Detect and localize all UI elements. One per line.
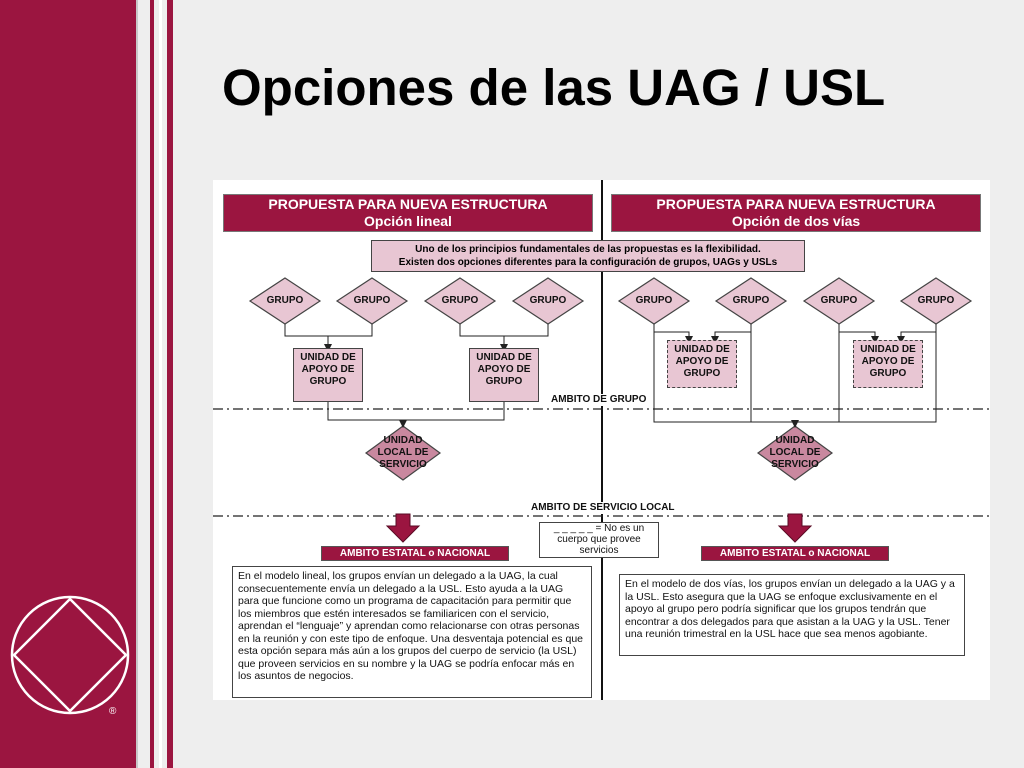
uag-line2: APOYO DE bbox=[477, 364, 531, 375]
uag-line3: GRUPO bbox=[485, 376, 523, 387]
grupo-label: GRUPO bbox=[266, 295, 304, 306]
linear-description: En el modelo lineal, los grupos envían u… bbox=[232, 566, 592, 698]
uag-line3: GRUPO bbox=[869, 368, 907, 379]
grupo-label: GRUPO bbox=[732, 295, 770, 306]
uag-line2: APOYO DE bbox=[301, 364, 355, 375]
diagram-panel: PROPUESTA PARA NUEVA ESTRUCTURA Opción l… bbox=[213, 180, 990, 700]
usl-line2: LOCAL DE bbox=[377, 447, 429, 458]
grupo-label: GRUPO bbox=[441, 295, 479, 306]
ambito-servicio-local-label: AMBITO DE SERVICIO LOCAL bbox=[529, 502, 677, 514]
uag-line3: GRUPO bbox=[309, 376, 347, 387]
uag-line3: GRUPO bbox=[683, 368, 721, 379]
header-linear-option: PROPUESTA PARA NUEVA ESTRUCTURA Opción l… bbox=[223, 194, 593, 232]
usl-line3: SERVICIO bbox=[771, 459, 819, 470]
dashed-legend-note: _ _ _ _ _ = No es un cuerpo que provee s… bbox=[539, 522, 659, 558]
sidebar-stripe-2 bbox=[159, 0, 162, 768]
sidebar-panel bbox=[0, 0, 138, 768]
uag-line1: UNIDAD DE bbox=[860, 344, 916, 355]
header-two-way-line2: Opción de dos vías bbox=[731, 213, 861, 229]
sidebar-stripe-3 bbox=[167, 0, 173, 768]
header-two-way-option: PROPUESTA PARA NUEVA ESTRUCTURA Opción d… bbox=[611, 194, 981, 232]
registered-mark: ® bbox=[109, 706, 117, 717]
note-line1: _ _ _ _ _ = No es un bbox=[553, 523, 645, 534]
usl-label-right: UNIDAD LOCAL DE SERVICIO bbox=[755, 435, 835, 471]
usl-line1: UNIDAD bbox=[775, 435, 815, 446]
two-way-description: En el modelo de dos vías, los grupos env… bbox=[619, 574, 965, 656]
usl-label-left: UNIDAD LOCAL DE SERVICIO bbox=[363, 435, 443, 471]
usl-line2: LOCAL DE bbox=[769, 447, 821, 458]
grupo-label: GRUPO bbox=[820, 295, 858, 306]
intro-line1: Uno de los principios fundamentales de l… bbox=[415, 244, 761, 255]
grupo-label: GRUPO bbox=[917, 295, 955, 306]
uag-line2: APOYO DE bbox=[675, 356, 729, 367]
header-linear-line1: PROPUESTA PARA NUEVA ESTRUCTURA bbox=[268, 196, 548, 212]
intro-line2: Existen dos opciones diferentes para la … bbox=[398, 257, 778, 268]
uag-box-non-service: UNIDAD DE APOYO DE GRUPO bbox=[667, 340, 737, 388]
grupo-label: GRUPO bbox=[635, 295, 673, 306]
note-line2: cuerpo que provee bbox=[557, 534, 641, 545]
usl-line1: UNIDAD bbox=[383, 435, 423, 446]
grupo-label: GRUPO bbox=[529, 295, 567, 306]
usl-line3: SERVICIO bbox=[379, 459, 427, 470]
uag-box: UNIDAD DE APOYO DE GRUPO bbox=[469, 348, 539, 402]
uag-box: UNIDAD DE APOYO DE GRUPO bbox=[293, 348, 363, 402]
sidebar-stripe-1 bbox=[150, 0, 154, 768]
ambito-estatal-left: AMBITO ESTATAL o NACIONAL bbox=[321, 546, 509, 561]
uag-line2: APOYO DE bbox=[861, 356, 915, 367]
uag-box-non-service: UNIDAD DE APOYO DE GRUPO bbox=[853, 340, 923, 388]
uag-line1: UNIDAD DE bbox=[476, 352, 532, 363]
header-linear-line2: Opción lineal bbox=[364, 213, 452, 229]
header-two-way-line1: PROPUESTA PARA NUEVA ESTRUCTURA bbox=[656, 196, 936, 212]
na-logo-icon bbox=[10, 595, 130, 715]
grupo-label: GRUPO bbox=[353, 295, 391, 306]
ambito-grupo-label: AMBITO DE GRUPO bbox=[549, 394, 649, 406]
note-line3: servicios bbox=[579, 545, 619, 556]
uag-line1: UNIDAD DE bbox=[674, 344, 730, 355]
diagram-lines bbox=[213, 180, 990, 700]
page-title: Opciones de las UAG / USL bbox=[222, 59, 886, 116]
intro-box: Uno de los principios fundamentales de l… bbox=[371, 240, 805, 272]
ambito-estatal-right: AMBITO ESTATAL o NACIONAL bbox=[701, 546, 889, 561]
uag-line1: UNIDAD DE bbox=[300, 352, 356, 363]
